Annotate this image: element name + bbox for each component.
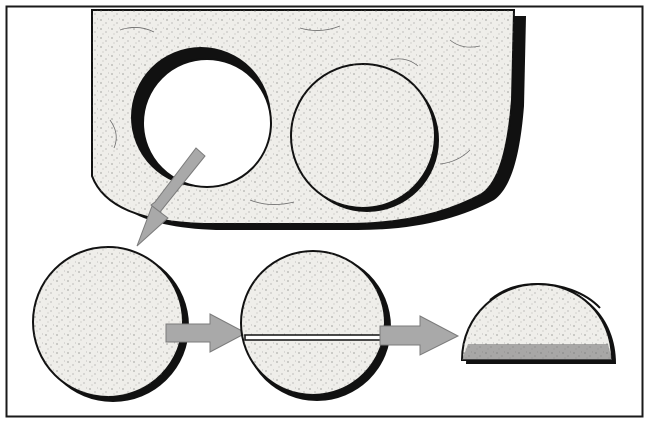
folded-half-moon xyxy=(462,284,616,364)
crease-line xyxy=(245,335,381,340)
right-arrow-icon xyxy=(380,316,458,355)
hole-cavity xyxy=(143,59,271,187)
second-arrow xyxy=(380,316,458,355)
dough-round-texture xyxy=(33,247,183,397)
half-moon-base-shade xyxy=(462,344,612,360)
cut-out-hole xyxy=(131,47,271,187)
creased-round-texture xyxy=(241,251,385,395)
round-texture xyxy=(291,64,435,208)
creased-round xyxy=(241,251,391,401)
